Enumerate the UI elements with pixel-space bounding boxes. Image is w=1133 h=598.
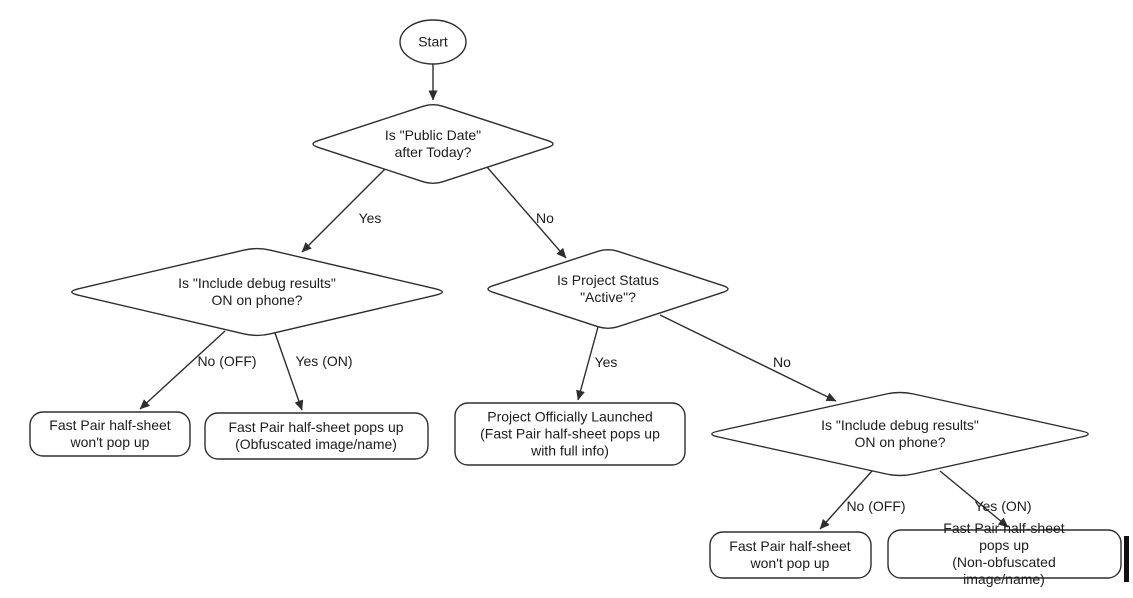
edge-yes-to-debug-left [301, 168, 386, 253]
start-node-label: Start [418, 33, 448, 50]
decision-debug-right-label: Is "Include debug results" ON on phone? [821, 417, 979, 450]
decision-public-date-label: Is "Public Date" after Today? [384, 127, 482, 160]
edge-label-yes-on-left: Yes (ON) [295, 353, 353, 369]
outcome-launched-label: Project Officially Launched (Fast Pair h… [480, 408, 660, 459]
edge-no-to-debug-right [659, 314, 837, 402]
edge-label-no-1: No [536, 210, 554, 226]
outcome-obfuscated-shape [204, 412, 429, 460]
decision-debug-left-label: Is "Include debug results" ON on phone? [178, 275, 336, 308]
decision-public-date-shape [312, 103, 554, 185]
edge-no-off-right [819, 470, 873, 530]
edge-yes-to-launched [576, 326, 599, 401]
edge-label-no-2: No [773, 354, 791, 370]
decision-debug-left-shape [71, 247, 443, 337]
edge-yes-on-left [274, 332, 304, 411]
edge-label-no-off-right: No (OFF) [846, 498, 906, 514]
edge-yes-on-right [939, 470, 1009, 528]
outcome-no-popup-left-shape [29, 411, 191, 457]
edge-label-no-off-left: No (OFF) [197, 353, 257, 369]
decision-project-status-shape [487, 248, 729, 330]
edge-label-yes-1: Yes [358, 210, 382, 226]
outcome-no-popup-right-label: Fast Pair half-sheet won't pop up [729, 538, 851, 571]
outcome-non-obfuscated-shape [887, 529, 1122, 579]
edge-label-yes-on-right: Yes (ON) [974, 498, 1032, 514]
text-caret-artifact [1124, 536, 1129, 582]
outcome-launched-shape [454, 402, 686, 466]
outcome-no-popup-left-label: Fast Pair half-sheet won't pop up [49, 417, 171, 450]
outcome-no-popup-right-shape [709, 531, 872, 579]
edge-label-yes-2: Yes [594, 354, 618, 370]
edge-no-off-left [139, 330, 226, 410]
outcome-non-obfuscated-label: Fast Pair half-sheet pops up (Non-obfusc… [943, 520, 1065, 587]
decision-project-status-label: Is Project Status "Active"? [557, 272, 659, 305]
outcome-obfuscated-label: Fast Pair half-sheet pops up (Obfuscated… [228, 419, 404, 452]
decision-debug-right-shape [711, 391, 1089, 477]
edge-no-to-project-status [486, 166, 567, 259]
